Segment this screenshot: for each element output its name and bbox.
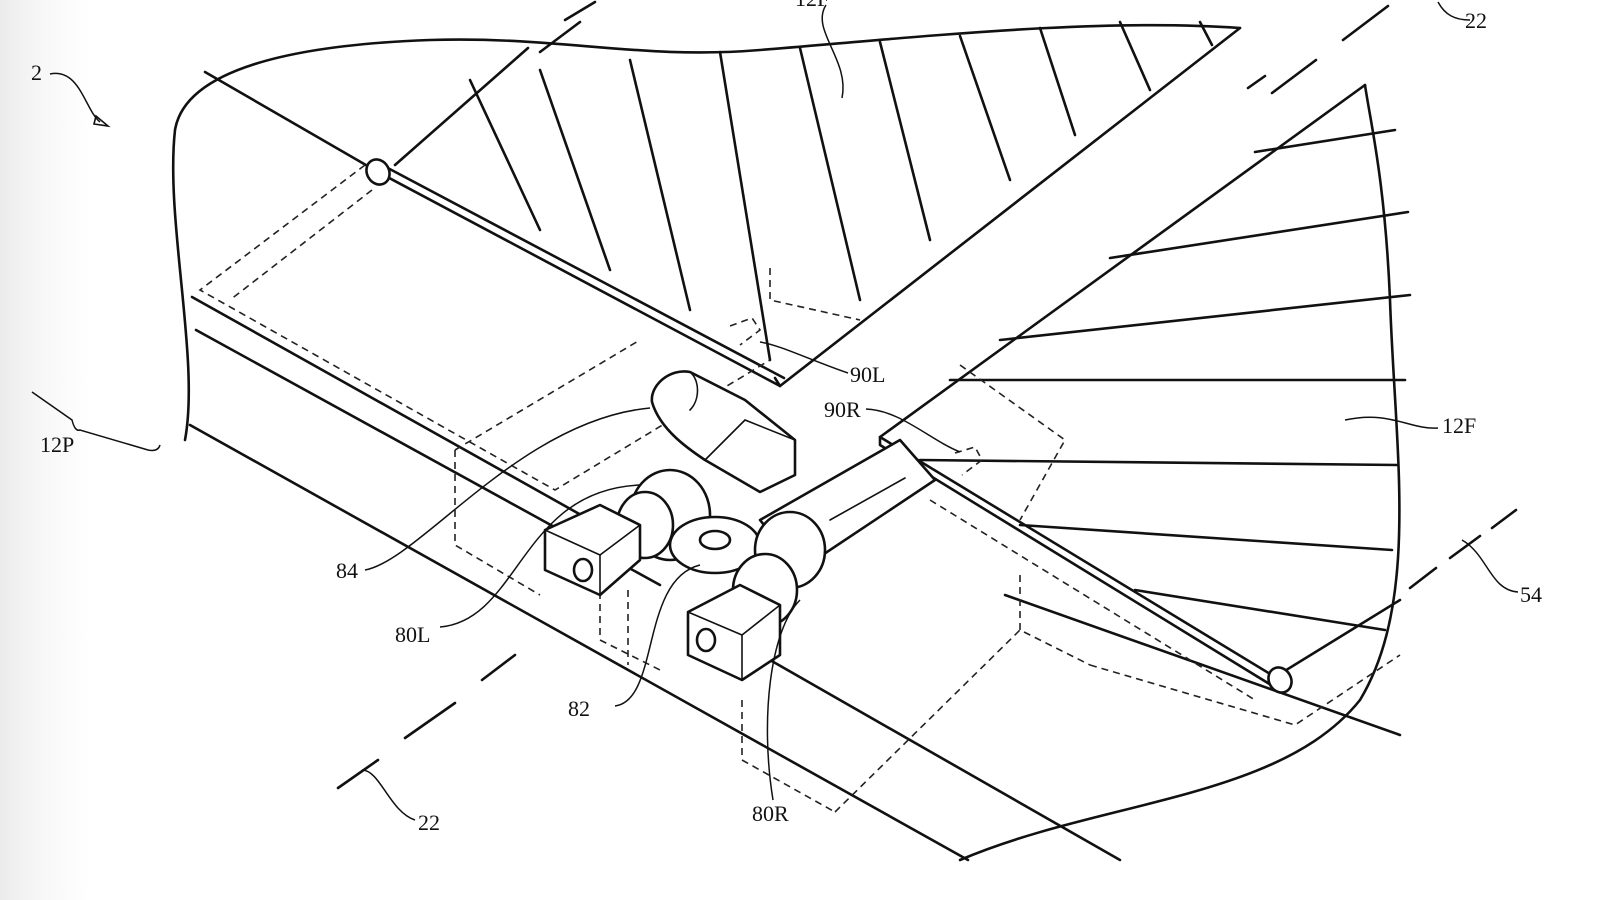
label-54: 54 bbox=[1520, 582, 1542, 607]
label-80L: 80L bbox=[395, 622, 430, 647]
hidden-pockets bbox=[198, 164, 1401, 813]
fold-axis-22 bbox=[336, 0, 1390, 790]
linkage-90L-block bbox=[650, 370, 797, 494]
label-22-bottom: 22 bbox=[418, 810, 440, 835]
block-right bbox=[686, 583, 782, 682]
front-panel-12F-right bbox=[878, 83, 1412, 690]
hinge-rod-right bbox=[1267, 666, 1293, 694]
label-12F-top: 12F bbox=[795, 0, 829, 11]
label-82: 82 bbox=[568, 696, 590, 721]
label-22-top: 22 bbox=[1465, 8, 1487, 33]
front-panel-12F-upper bbox=[376, 20, 1214, 388]
axis-54 bbox=[1408, 508, 1518, 590]
label-90L: 90L bbox=[850, 362, 885, 387]
label-84: 84 bbox=[336, 558, 358, 583]
hinge-rod-left bbox=[365, 158, 391, 186]
leader-lines bbox=[31, 1, 1519, 821]
label-80R: 80R bbox=[752, 801, 789, 826]
label-12F-right: 12F bbox=[1442, 413, 1476, 438]
label-90R: 90R bbox=[824, 397, 861, 422]
rear-panel-12P bbox=[171, 23, 1402, 862]
label-12P: 12P bbox=[40, 432, 74, 457]
label-device-2: 2 bbox=[31, 60, 42, 85]
block-left bbox=[543, 503, 642, 597]
